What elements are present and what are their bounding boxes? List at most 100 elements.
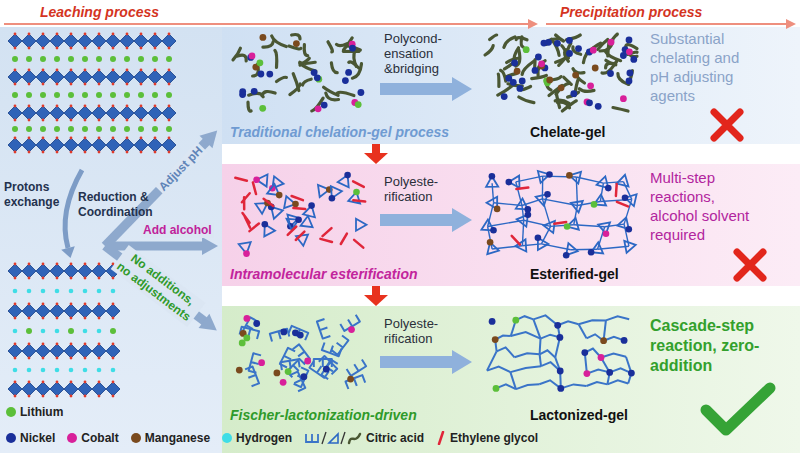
octahedron	[22, 34, 36, 48]
oxygen-atom	[98, 33, 101, 36]
oxygen-atom	[154, 151, 157, 154]
ion-dot	[258, 71, 265, 78]
citrate-strand	[303, 79, 312, 85]
ion-dot	[69, 289, 74, 294]
ion-dot	[511, 60, 518, 67]
ion-dot	[82, 126, 88, 132]
oxygen-atom	[70, 277, 73, 280]
octahedron	[162, 138, 176, 152]
citrate-branch	[309, 361, 328, 378]
lactone-link	[587, 370, 610, 374]
citrate-strand	[606, 60, 617, 63]
octahedron	[8, 344, 22, 358]
citrate-branch	[317, 319, 330, 339]
octahedron	[120, 138, 134, 152]
lactone-link	[510, 366, 541, 372]
oxygen-atom	[84, 395, 87, 398]
citrate-branch-sample	[306, 434, 318, 442]
oxygen-atom	[168, 33, 171, 36]
ion-dot	[110, 92, 116, 98]
ion-dot	[266, 71, 273, 78]
octahedron	[134, 138, 148, 152]
ion-dot	[69, 368, 74, 373]
arrow-shaft	[372, 144, 380, 153]
ion-dot	[557, 385, 564, 392]
ion-dot	[607, 70, 614, 77]
ion-dot	[558, 84, 565, 91]
legend-label: Cobalt	[81, 430, 118, 446]
octahedron	[92, 34, 106, 48]
oxygen-atom	[42, 303, 45, 306]
text-slot: Intramolecular esterification	[230, 266, 418, 283]
verdict-note: Multi-step reactions, alcohol solvent re…	[650, 168, 760, 244]
octahedron	[78, 344, 92, 358]
octahedron	[162, 106, 176, 120]
lactone-link	[533, 315, 557, 325]
lactone-link	[540, 350, 556, 357]
octahedron	[106, 304, 120, 318]
citrate-strand	[556, 91, 560, 108]
oxygen-atom	[70, 105, 73, 108]
oxygen-atom	[98, 277, 101, 280]
ion-dot	[584, 370, 591, 377]
glycol-stick-sample	[439, 432, 443, 444]
octahedron	[78, 138, 92, 152]
citrate-strand	[304, 45, 307, 56]
oxygen-atom	[56, 317, 59, 320]
octahedron	[22, 344, 36, 358]
ion-dot	[96, 56, 102, 62]
ion-dot	[253, 320, 260, 327]
ion-dot	[138, 92, 144, 98]
oxygen-atom	[42, 343, 45, 346]
oxygen-atom	[56, 105, 59, 108]
process-band: Traditional chelation-gel processPolycon…	[222, 27, 800, 144]
ion-dot	[27, 368, 32, 373]
oxygen-atom	[14, 105, 17, 108]
ion-dot	[83, 329, 88, 334]
oxygen-atom	[84, 69, 87, 72]
oxygen-atom	[84, 381, 87, 384]
label-slot: Precipitation process	[560, 4, 702, 21]
octahedron	[22, 106, 36, 120]
gel-cluster	[487, 315, 635, 391]
oxygen-atom	[98, 303, 101, 306]
citrate-strand	[292, 35, 300, 40]
octahedron	[106, 344, 120, 358]
octahedron	[78, 304, 92, 318]
octahedron	[50, 70, 64, 84]
legend-item: Lithium	[6, 404, 63, 420]
citrate-strand	[519, 97, 534, 103]
glycol-stick	[516, 188, 528, 190]
octahedron	[92, 304, 106, 318]
oxygen-atom	[112, 33, 115, 36]
ion-dot	[243, 250, 250, 257]
ion-dot	[12, 56, 18, 62]
ion-dot	[13, 289, 18, 294]
process-arrow	[380, 350, 472, 374]
reject-mark	[714, 112, 740, 138]
citrate-triangle	[617, 175, 629, 187]
oxygen-atom	[140, 119, 143, 122]
octahedron	[92, 70, 106, 84]
octahedron	[8, 264, 22, 278]
oxygen-atom	[168, 83, 171, 86]
ion-dot	[152, 92, 158, 98]
ion-dot	[13, 329, 18, 334]
text-slot: Substantial chelating and pH adjusting a…	[650, 29, 750, 105]
oxygen-atom	[154, 137, 157, 140]
ion-dot	[152, 126, 158, 132]
citrate-strand	[293, 74, 299, 91]
ion-dot	[124, 126, 130, 132]
octahedron	[92, 382, 106, 396]
ion-dot	[587, 82, 594, 89]
ion-dot	[40, 56, 46, 62]
oxygen-atom	[98, 119, 101, 122]
citrate-triangle	[356, 219, 367, 231]
stage-label: Leaching process	[40, 4, 159, 21]
ion-dot	[40, 126, 46, 132]
oxygen-atom	[28, 137, 31, 140]
oxygen-atom	[28, 47, 31, 50]
ion-dot	[54, 56, 60, 62]
process-band: Fischer-lactonization-drivenPolyeste- ri…	[222, 306, 800, 453]
ion-dot	[285, 368, 292, 375]
